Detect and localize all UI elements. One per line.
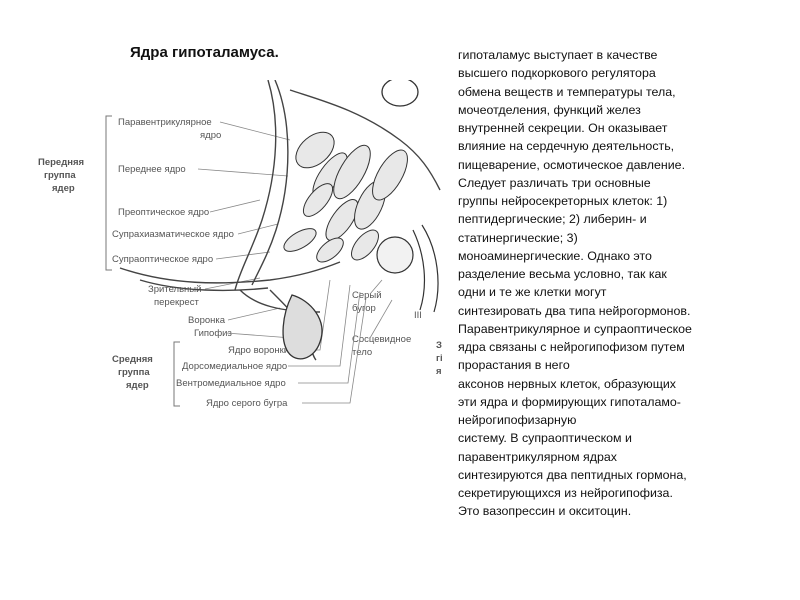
description-line: Это вазопрессин и окситоцин. bbox=[458, 504, 632, 519]
label-suprachiasmatic-nucleus: Супрахиазматическое ядро bbox=[112, 229, 234, 240]
description-line: Следует различать три основные bbox=[458, 175, 651, 190]
label-optic-chiasm-2: перекрест bbox=[154, 297, 199, 308]
middle-group-label-2: группа bbox=[118, 367, 150, 378]
description-line: гипоталамус выступает в качестве bbox=[458, 48, 658, 62]
middle-group-bracket bbox=[173, 341, 180, 407]
label-hypophysis: Гипофиз bbox=[194, 328, 232, 339]
label-anterior-nucleus: Переднее ядро bbox=[118, 164, 186, 175]
description-line: синтезируются два пептидных гормона, bbox=[458, 467, 687, 482]
middle-group-label-3: ядер bbox=[126, 380, 149, 391]
label-infundibulum: Воронка bbox=[188, 315, 226, 326]
description-line: пептидергические; 2) либерин- и bbox=[458, 212, 647, 227]
mammillary-body-shape bbox=[376, 224, 439, 313]
leader-lines bbox=[197, 121, 393, 404]
page-title: Ядра гипоталамуса. bbox=[130, 44, 279, 61]
description-line: пищеварение, осмотическое давление. bbox=[458, 157, 686, 172]
label-mammillary-body-2: тело bbox=[352, 347, 372, 358]
label-tuber-nucleus: Ядро серого бугра bbox=[206, 398, 288, 409]
label-dorsomedial-nucleus: Дорсомедиальное ядро bbox=[182, 361, 287, 372]
description-line: синтезировать два типа нейрогормонов. bbox=[458, 303, 691, 318]
description-line: высшего подкоркового регулятора bbox=[458, 66, 656, 81]
description-line: моноаминергические. Однако это bbox=[458, 248, 652, 263]
nuclei-clusters bbox=[283, 131, 408, 263]
description-text: гипоталамус выступает в качестве высшего … bbox=[458, 46, 758, 521]
label-supraoptic-nucleus: Супраоптическое ядро bbox=[112, 254, 213, 265]
description-line: разделение весьма условно, так как bbox=[458, 267, 667, 281]
description-line: систему. В супраоптическом и bbox=[458, 431, 632, 446]
description-line: одни и те же клетки могут bbox=[458, 285, 607, 300]
label-paraventricular-1: Паравентрикулярное bbox=[118, 117, 212, 128]
hypophysis-shape bbox=[282, 294, 323, 360]
anterior-group-bracket bbox=[105, 115, 112, 271]
description-line: группы нейросекреторных клеток: 1) bbox=[458, 194, 668, 208]
anterior-group-label-3: ядер bbox=[52, 183, 75, 194]
description-line: нейрогипофизарную bbox=[458, 413, 577, 427]
posterior-group-label-3: я bbox=[436, 366, 442, 377]
label-mammillary-body-1: Сосцевидное bbox=[352, 334, 411, 345]
label-infundibular-nucleus: Ядро воронки bbox=[228, 345, 289, 356]
label-optic-chiasm-1: Зрительный bbox=[148, 284, 201, 295]
description-line: влияние на сердечную деятельность, bbox=[458, 139, 675, 154]
description-line: аксонов нервных клеток, образующих bbox=[458, 376, 677, 391]
label-ventromedial-nucleus: Вентромедиальное ядро bbox=[176, 378, 286, 389]
middle-group-label-1: Средняя bbox=[112, 354, 153, 365]
hypothalamus-nuclei-diagram: Передняя группа ядер Средняя группа ядер… bbox=[38, 80, 443, 409]
description-line: паравентрикулярном ядрах bbox=[458, 449, 617, 464]
description-line: мочеотделения, функций желез bbox=[458, 102, 641, 117]
label-tuber-cinereum-1: Серый bbox=[352, 290, 382, 301]
description-line: внутренней секреции. Он оказывает bbox=[458, 121, 668, 135]
description-line: Паравентрикулярное и супраоптическое bbox=[458, 321, 692, 336]
label-preoptic-nucleus: Преоптическое ядро bbox=[118, 207, 209, 218]
description-line: эти ядра и формирующих гипоталамо- bbox=[458, 394, 681, 409]
description-line: статинергические; 3) bbox=[458, 230, 578, 245]
anterior-group-label-1: Передняя bbox=[38, 157, 84, 168]
top-right-oval bbox=[381, 80, 419, 107]
description-line: ядра связаны с нейрогипофизом путем bbox=[458, 340, 685, 354]
description-line: прорастания в него bbox=[458, 358, 570, 373]
anterior-group-label-2: группа bbox=[44, 170, 76, 181]
posterior-group-label-2: гi bbox=[436, 353, 443, 364]
description-line: обмена веществ и температуры тела, bbox=[458, 84, 676, 99]
label-tuber-cinereum-2: бугор bbox=[352, 303, 376, 314]
posterior-group-label-1: З bbox=[436, 340, 442, 351]
label-third-ventricle: III bbox=[414, 310, 422, 321]
label-paraventricular-2: ядро bbox=[200, 130, 221, 141]
description-line: секретирующихся из нейрогипофиза. bbox=[458, 486, 673, 500]
